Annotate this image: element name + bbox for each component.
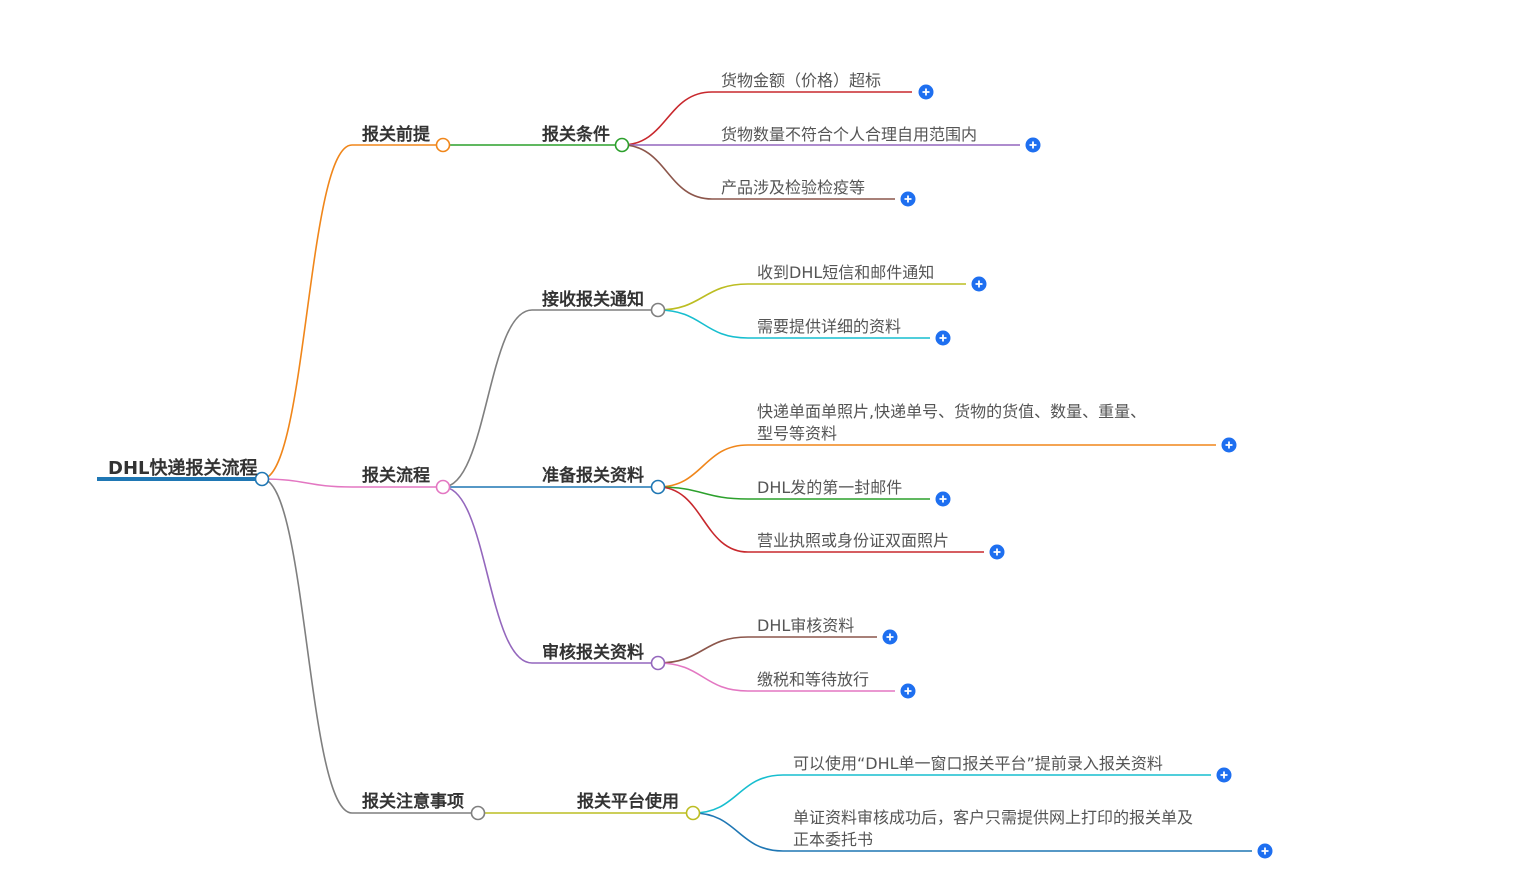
plus-icon bbox=[1029, 141, 1037, 149]
plus-icon bbox=[939, 334, 947, 342]
link-b2-2-l1 bbox=[657, 444, 749, 488]
plus-icon bbox=[904, 687, 912, 695]
expand-b3-1-l2-button[interactable] bbox=[1257, 843, 1273, 859]
link-b2-b2-3 bbox=[442, 486, 533, 664]
leaf-yingye-zhizhao[interactable]: 营业执照或身份证双面照片 bbox=[757, 531, 950, 550]
leaf-danzheng-shenhe-line1: 单证资料审核成功后，客户只需提供网上打印的报关单及 bbox=[793, 808, 1194, 827]
expand-b2-1-l1-button[interactable] bbox=[971, 276, 987, 292]
plus-icon bbox=[975, 280, 983, 288]
expand-b2-1-l2-button[interactable] bbox=[935, 330, 951, 346]
expand-b1-1-l3-button[interactable] bbox=[900, 191, 916, 207]
leaf-tigong-ziliao[interactable]: 需要提供详细的资料 bbox=[757, 317, 902, 336]
leaf-huowu-shuliang[interactable]: 货物数量不符合个人合理自用范围内 bbox=[721, 125, 978, 144]
leaf-kuaidi-miandan[interactable]: 快递单面单照片,快递单号、货物的货值、数量、重量、 型号等资料 bbox=[757, 401, 1146, 445]
link-b3-1-l1 bbox=[692, 774, 784, 814]
collapse-root-circle[interactable] bbox=[254, 471, 270, 487]
leaf-kuaidi-miandan-line1: 快递单面单照片,快递单号、货物的货值、数量、重量、 bbox=[757, 402, 1147, 421]
plus-icon bbox=[1220, 771, 1228, 779]
link-root-b2 bbox=[261, 478, 353, 488]
node-baoguan-tiaojian[interactable]: 报关条件 bbox=[542, 125, 610, 145]
collapse-b3-circle[interactable] bbox=[470, 805, 486, 821]
leaf-shoudao-tongzhi[interactable]: 收到DHL短信和邮件通知 bbox=[757, 263, 935, 282]
node-zhunbei-ziliao[interactable]: 准备报关资料 bbox=[542, 466, 644, 486]
link-b2-3-l1 bbox=[657, 636, 749, 664]
collapse-b2-3-circle[interactable] bbox=[650, 655, 666, 671]
node-baoguan-qianti[interactable]: 报关前提 bbox=[362, 125, 430, 145]
collapse-b2-2-circle[interactable] bbox=[650, 479, 666, 495]
link-root-b3 bbox=[261, 478, 353, 814]
leaf-diyi-youjian[interactable]: DHL发的第一封邮件 bbox=[757, 478, 903, 497]
link-b3-1-l2 bbox=[692, 812, 784, 852]
plus-icon bbox=[993, 548, 1001, 556]
plus-icon bbox=[922, 88, 930, 96]
expand-b2-2-l2-button[interactable] bbox=[935, 491, 951, 507]
node-baoguan-liucheng[interactable]: 报关流程 bbox=[362, 466, 430, 486]
link-b2-1-l1 bbox=[657, 283, 749, 311]
collapse-b3-1-circle[interactable] bbox=[685, 805, 701, 821]
expand-b1-1-l2-button[interactable] bbox=[1025, 137, 1041, 153]
collapse-b1-1-circle[interactable] bbox=[614, 137, 630, 153]
link-root-b1 bbox=[261, 144, 353, 480]
node-root-label[interactable]: DHL快递报关流程 bbox=[108, 458, 258, 479]
leaf-danzheng-shenhe[interactable]: 单证资料审核成功后，客户只需提供网上打印的报关单及 正本委托书 bbox=[793, 807, 1193, 851]
link-b1-1-l3 bbox=[621, 144, 713, 200]
plus-icon bbox=[939, 495, 947, 503]
plus-icon bbox=[886, 633, 894, 641]
leaf-huowu-jine[interactable]: 货物金额（价格）超标 bbox=[721, 71, 882, 90]
plus-icon bbox=[1225, 441, 1233, 449]
node-zhuyi-shixiang[interactable]: 报关注意事项 bbox=[362, 792, 464, 812]
plus-icon bbox=[904, 195, 912, 203]
plus-icon bbox=[1261, 847, 1269, 855]
collapse-b1-circle[interactable] bbox=[435, 137, 451, 153]
leaf-danyi-chuangkou[interactable]: 可以使用“DHL单一窗口报关平台”提前录入报关资料 bbox=[793, 754, 1163, 773]
expand-b1-1-l1-button[interactable] bbox=[918, 84, 934, 100]
link-b1-1-l1 bbox=[621, 91, 713, 146]
leaf-dhl-shenhe[interactable]: DHL审核资料 bbox=[757, 616, 855, 635]
collapse-b2-1-circle[interactable] bbox=[650, 302, 666, 318]
node-jieshou-tongzhi[interactable]: 接收报关通知 bbox=[542, 290, 644, 310]
expand-b2-2-l1-button[interactable] bbox=[1221, 437, 1237, 453]
leaf-jiaoshui-fangxing[interactable]: 缴税和等待放行 bbox=[757, 670, 870, 689]
expand-b2-3-l1-button[interactable] bbox=[882, 629, 898, 645]
collapse-b2-circle[interactable] bbox=[435, 479, 451, 495]
expand-b2-3-l2-button[interactable] bbox=[900, 683, 916, 699]
link-b2-1-l2 bbox=[657, 309, 749, 339]
leaf-danzheng-shenhe-line2: 正本委托书 bbox=[793, 830, 874, 849]
leaf-chanpin-jianyi[interactable]: 产品涉及检验检疫等 bbox=[721, 178, 866, 197]
link-b2-3-l2 bbox=[657, 662, 749, 692]
node-pingtai-shiyong[interactable]: 报关平台使用 bbox=[577, 792, 679, 812]
link-b2-b2-1 bbox=[442, 309, 533, 488]
link-b2-2-l2 bbox=[657, 486, 749, 500]
node-shenhe-ziliao[interactable]: 审核报关资料 bbox=[542, 643, 644, 663]
leaf-kuaidi-miandan-line2: 型号等资料 bbox=[757, 424, 838, 443]
expand-b2-2-l3-button[interactable] bbox=[989, 544, 1005, 560]
expand-b3-1-l1-button[interactable] bbox=[1216, 767, 1232, 783]
link-b2-2-l3 bbox=[657, 486, 749, 553]
